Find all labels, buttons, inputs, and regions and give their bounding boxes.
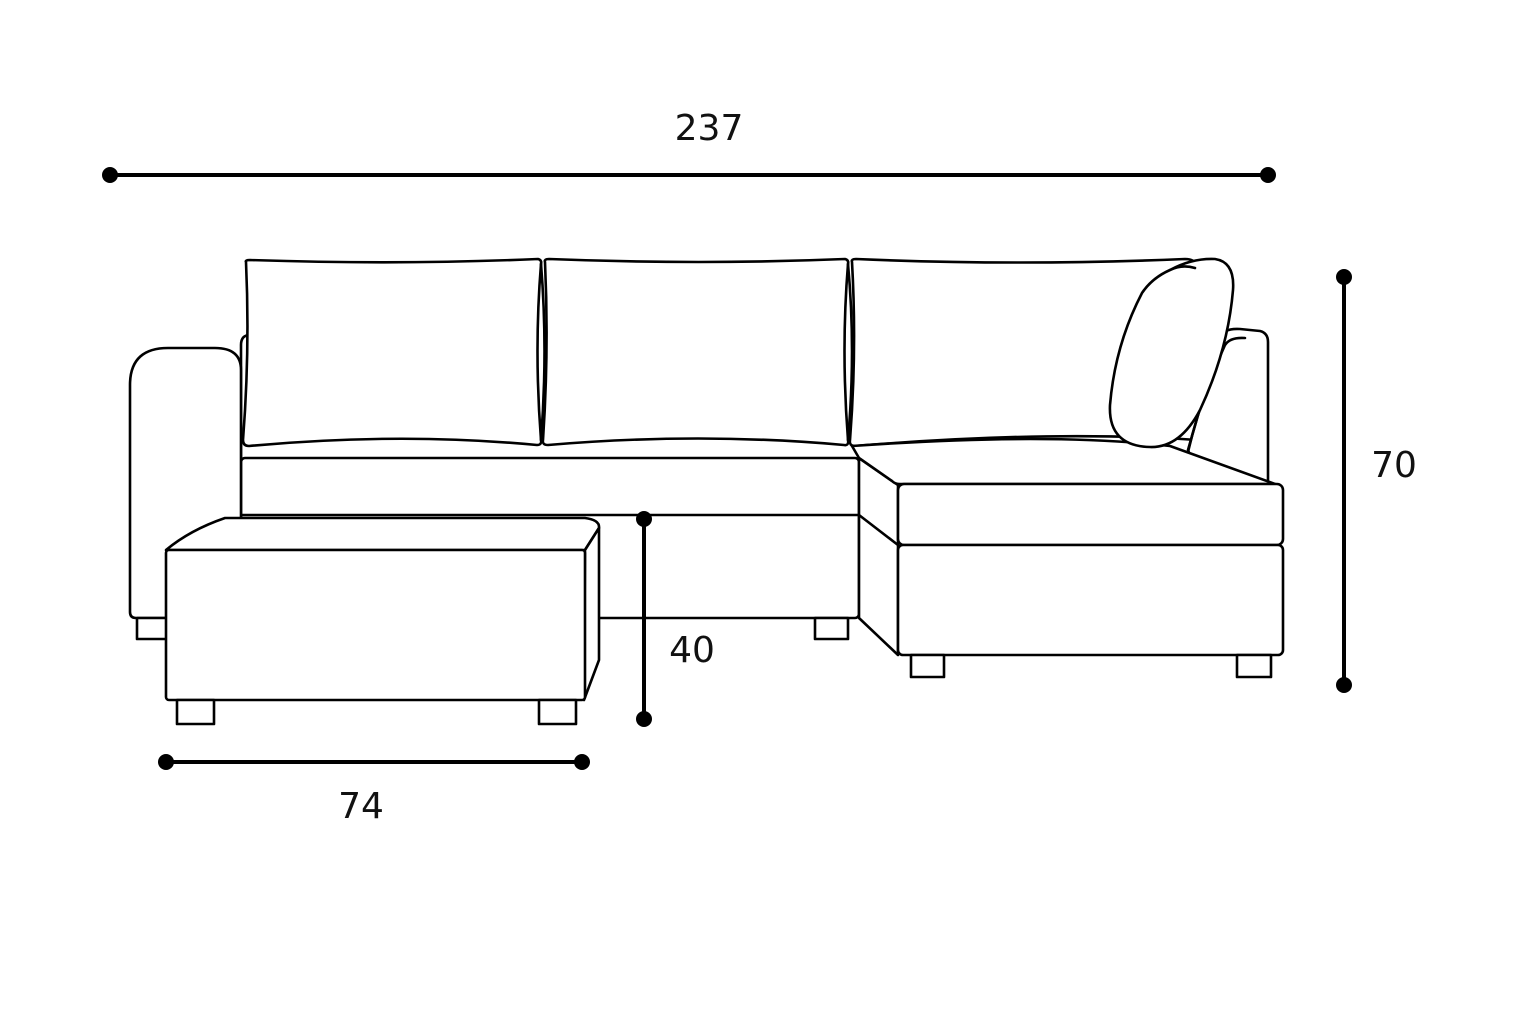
total-height-label: 70 xyxy=(1371,445,1417,486)
seat-height-endpoint-top xyxy=(636,511,652,527)
total-width-endpoint-right xyxy=(1260,167,1276,183)
dimension-total-width: 237 xyxy=(102,108,1276,183)
ottoman-leg-left xyxy=(175,698,216,726)
sofa-chaise-section xyxy=(850,257,1285,657)
chaise-leg-left xyxy=(909,653,946,679)
chaise-leg-right xyxy=(1235,653,1273,679)
dimension-seat-height: 40 xyxy=(636,511,715,727)
throw-pillow xyxy=(1108,257,1235,449)
chaise-base xyxy=(896,543,1285,657)
back-cushion-middle-seam xyxy=(846,262,854,442)
back-cushions xyxy=(241,257,1199,448)
total-height-endpoint-top xyxy=(1336,269,1352,285)
total-width-label: 237 xyxy=(675,108,744,149)
ottoman-width-endpoint-right xyxy=(574,754,590,770)
total-height-endpoint-bottom xyxy=(1336,677,1352,693)
seat-height-endpoint-bottom xyxy=(636,711,652,727)
chaise-seat-cushion xyxy=(896,482,1285,547)
dimension-ottoman-width: 74 xyxy=(158,754,590,827)
chaise-side-panel xyxy=(857,456,900,657)
dimension-total-height: 70 xyxy=(1336,269,1417,693)
sofa-drawing xyxy=(128,257,1285,726)
ottoman-width-endpoint-left xyxy=(158,754,174,770)
ottoman-top xyxy=(164,516,601,552)
left-armrest-leg xyxy=(135,616,169,641)
chaise-side-seam xyxy=(857,513,900,547)
ottoman-leg-right xyxy=(537,698,578,726)
back-cushion-left-seam xyxy=(539,262,546,442)
back-cushion-left xyxy=(241,257,543,448)
ottoman xyxy=(164,516,601,726)
seat-height-label: 40 xyxy=(669,630,715,671)
throw-pillow-fold xyxy=(1168,265,1197,272)
ottoman-width-label: 74 xyxy=(338,786,384,827)
total-width-endpoint-left xyxy=(102,167,118,183)
back-cushion-middle xyxy=(541,257,850,447)
ottoman-front xyxy=(164,548,587,702)
main-sofa-leg xyxy=(813,616,850,641)
sofa-legs xyxy=(813,616,1273,679)
